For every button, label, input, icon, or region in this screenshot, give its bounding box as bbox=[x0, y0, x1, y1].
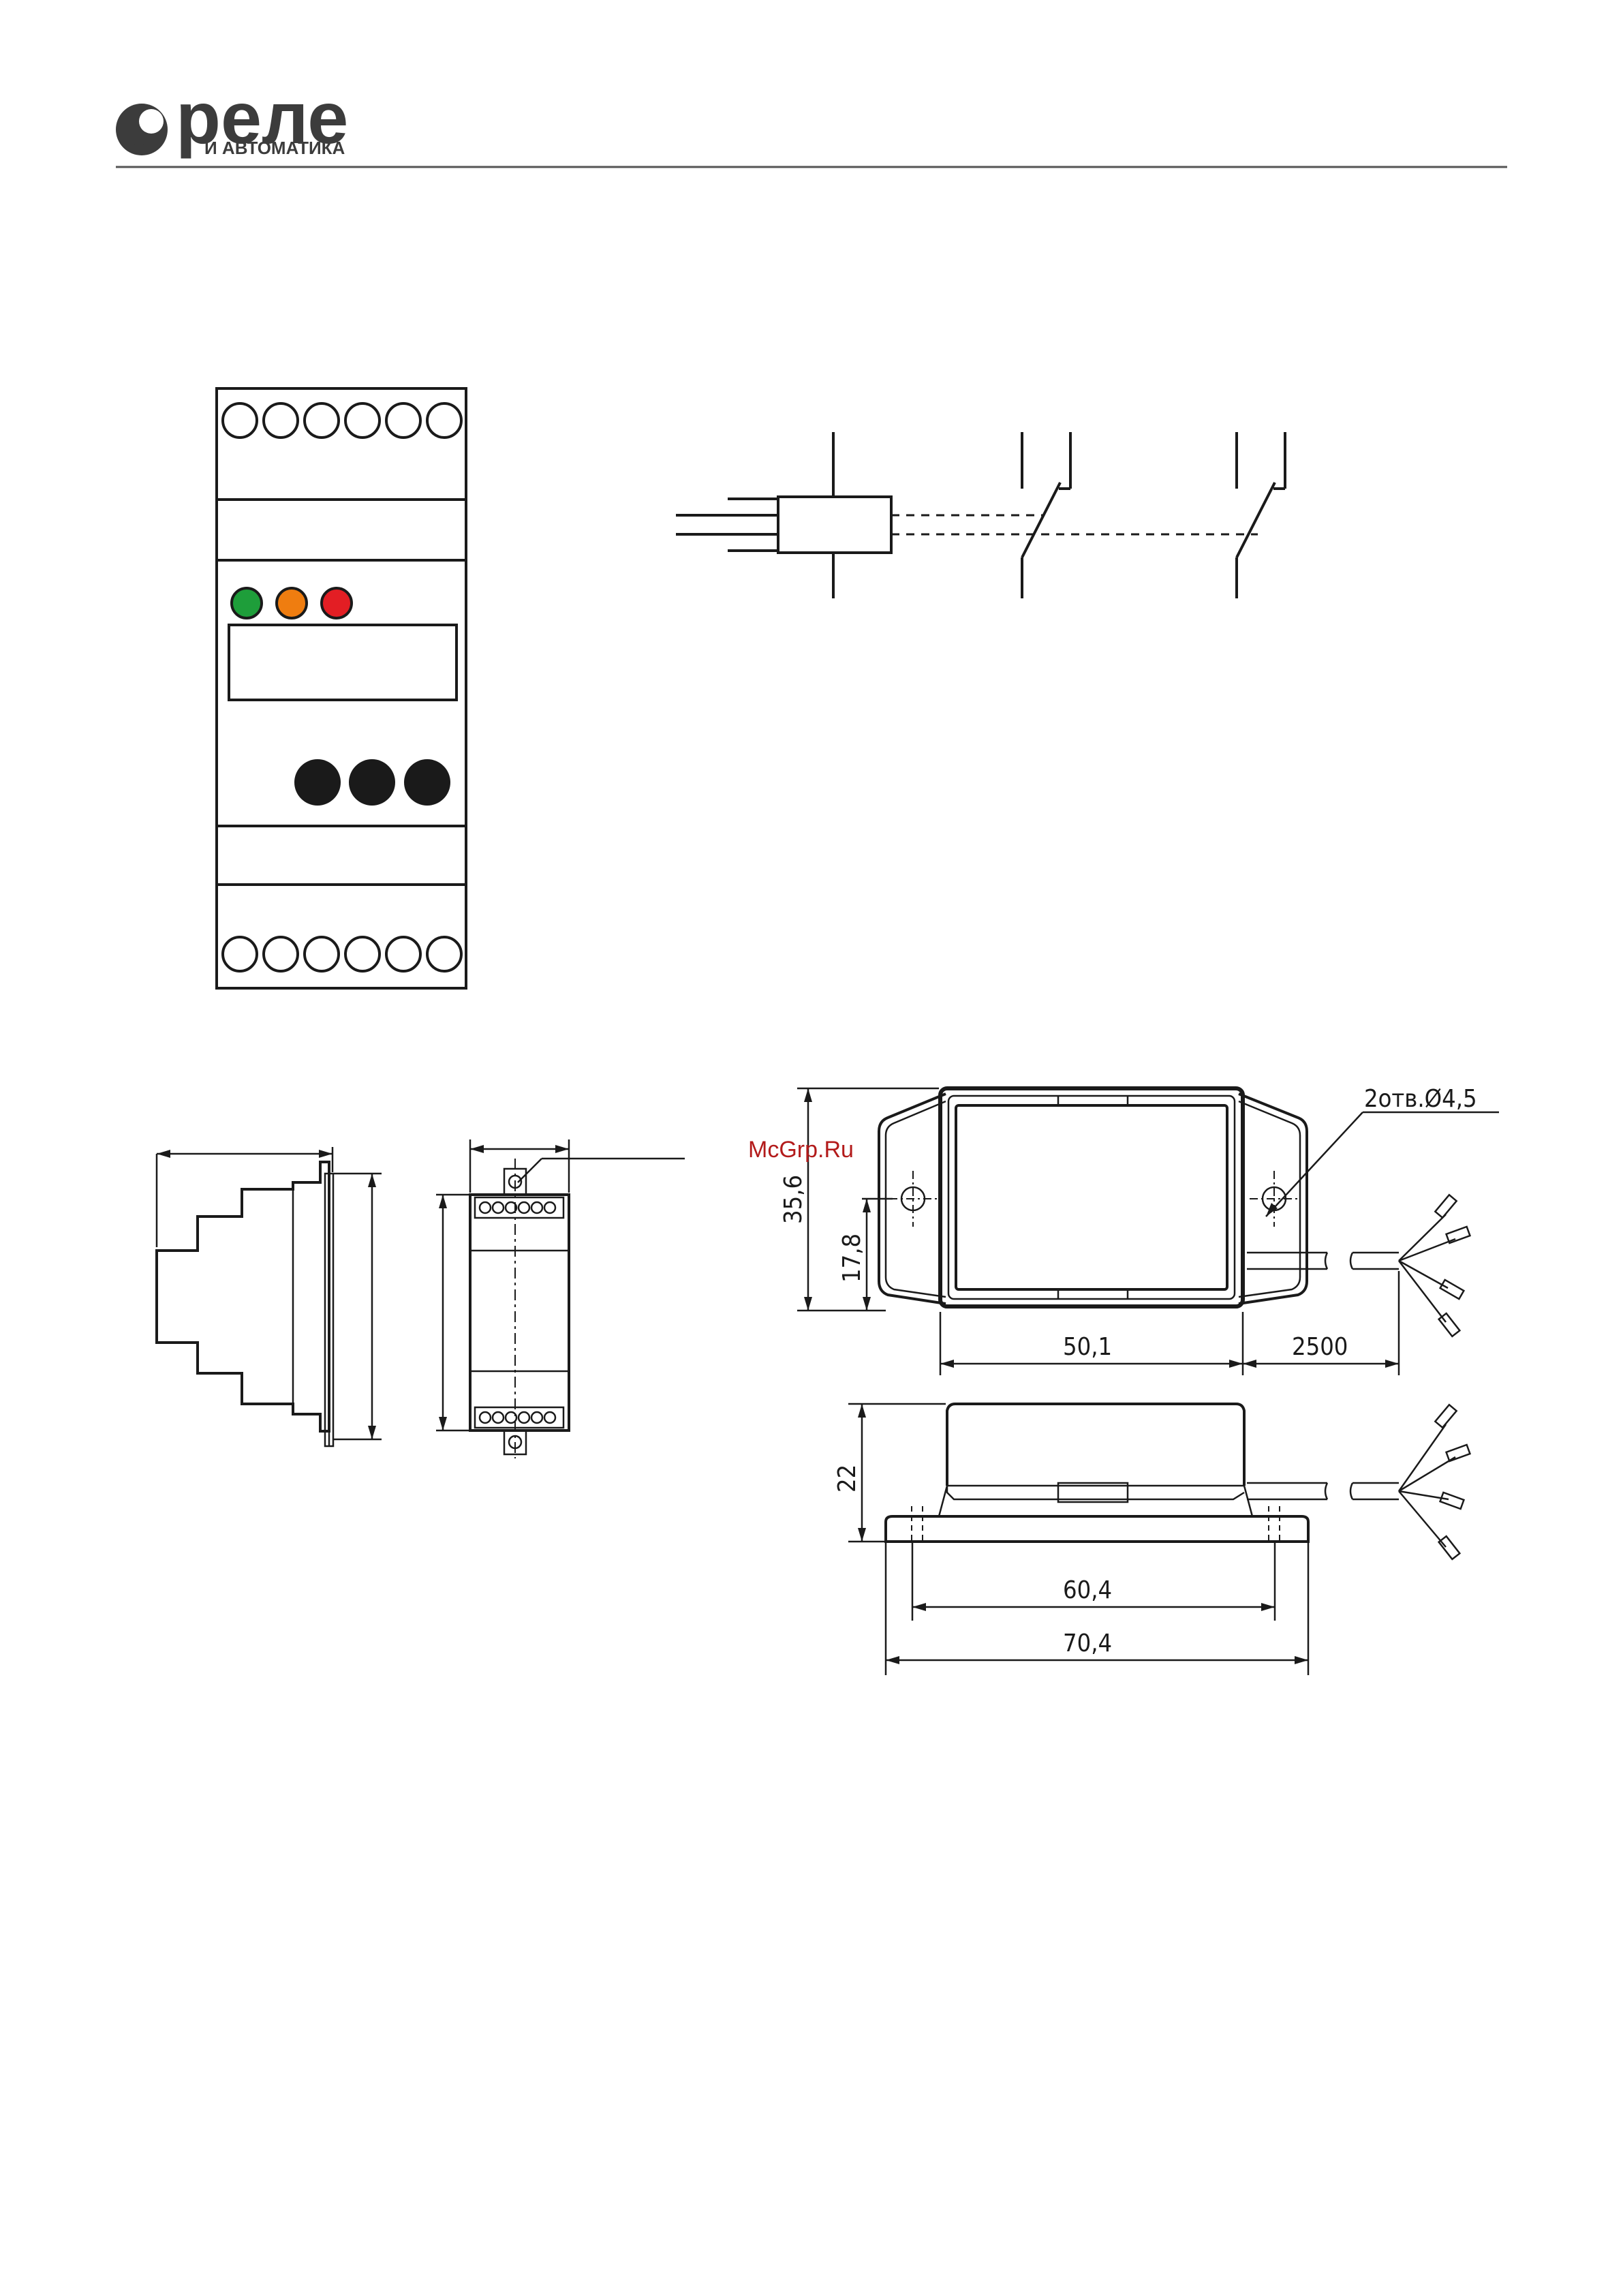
button-1 bbox=[294, 759, 341, 806]
cable-wires-side-icon bbox=[1399, 1405, 1470, 1559]
device-front-view bbox=[217, 388, 466, 988]
svg-text:а: а bbox=[134, 120, 151, 155]
logo-emblem-icon: а bbox=[116, 104, 168, 155]
changeover-contact-2 bbox=[1237, 432, 1285, 598]
dim-total-length-label: 70,4 bbox=[1063, 1629, 1112, 1657]
din-front-narrow bbox=[436, 1139, 685, 1458]
led-orange-icon bbox=[277, 588, 307, 618]
dim-height-total-label: 35,6 bbox=[779, 1175, 807, 1224]
hole-callout-label: 2отв.Ø4,5 bbox=[1364, 1085, 1477, 1113]
mounting-hole-left-icon bbox=[889, 1171, 938, 1227]
led-red-icon bbox=[322, 588, 352, 618]
led-green-icon bbox=[232, 588, 262, 618]
dim-cable-length-label: 2500 bbox=[1292, 1333, 1348, 1361]
relay-coil bbox=[778, 497, 891, 553]
dim-height-half-label: 17,8 bbox=[838, 1234, 866, 1283]
bottom-terminal-row bbox=[223, 937, 461, 971]
din-side-profile bbox=[157, 1147, 382, 1446]
logo-sub-text: И АВТОМАТИКА bbox=[204, 138, 345, 158]
dim-height-side-label: 22 bbox=[833, 1465, 861, 1493]
dim-hole-spacing-label: 60,4 bbox=[1063, 1576, 1112, 1604]
sensor-side-view: 22 60,4 70,4 bbox=[833, 1404, 1470, 1675]
top-terminal-row bbox=[223, 403, 461, 438]
button-3 bbox=[404, 759, 450, 806]
mounting-hole-right-icon bbox=[1250, 1171, 1299, 1227]
cable-wires-icon bbox=[1399, 1195, 1470, 1336]
button-2 bbox=[349, 759, 395, 806]
display-window bbox=[229, 625, 457, 700]
dim-body-width-label: 50,1 bbox=[1063, 1333, 1112, 1361]
brand-logo: а реле И АВТОМАТИКА bbox=[116, 76, 348, 159]
relay-schematic bbox=[676, 432, 1285, 598]
watermark-text: McGrp.Ru bbox=[748, 1137, 854, 1163]
sensor-top-view: 2отв.Ø4,5 35,6 17,8 50,1 2500 bbox=[779, 1085, 1499, 1375]
